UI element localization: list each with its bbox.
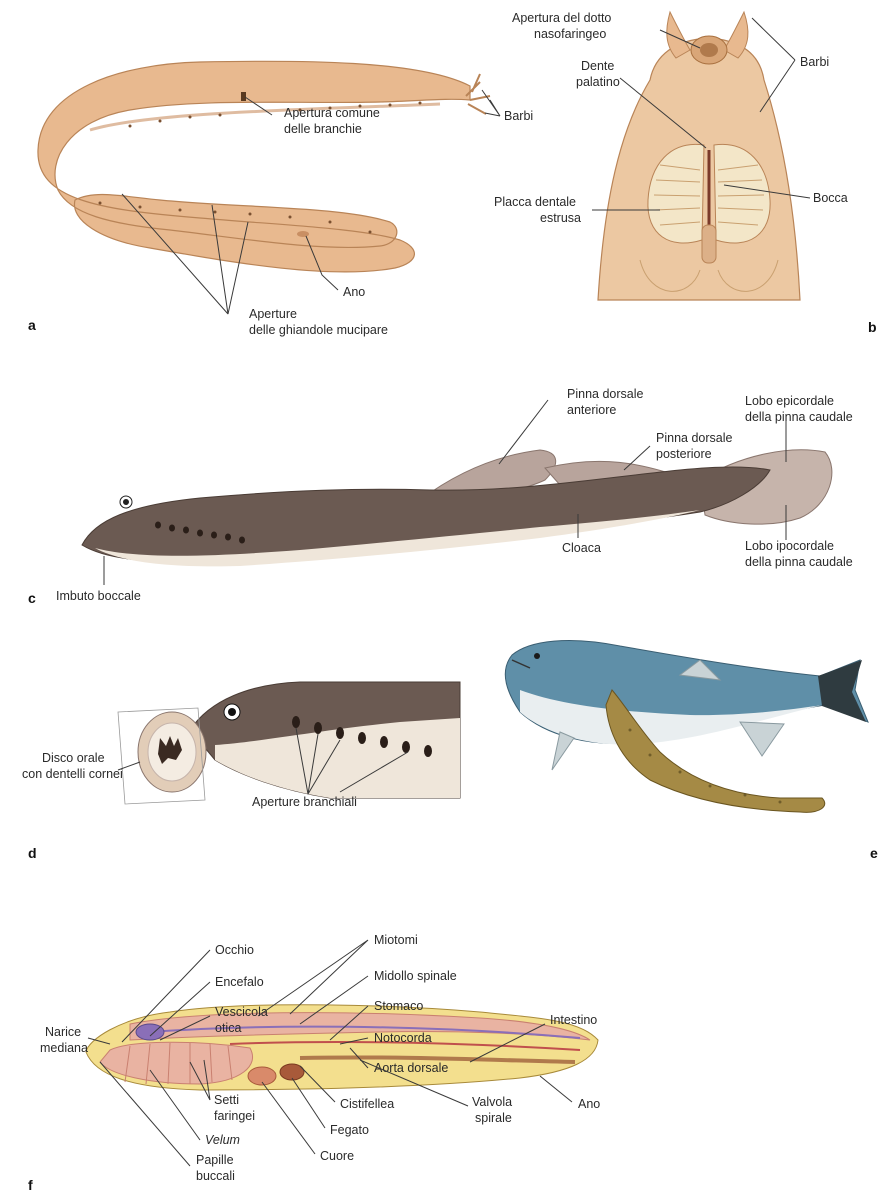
panel-letter-c: c — [28, 590, 36, 606]
label-barbels-b: Barbi — [800, 55, 829, 69]
label-hypochordal-2: della pinna caudale — [745, 555, 853, 569]
label-dorsal-aorta: Aorta dorsale — [374, 1061, 448, 1075]
label-liver: Fegato — [330, 1123, 369, 1137]
label-gill-opening-1: Apertura comune — [284, 106, 380, 120]
label-oral-disc-1: Disco orale — [42, 751, 105, 765]
label-otic-1: Vescicola — [215, 1005, 268, 1019]
panel-d: Disco orale con dentelli cornei Aperture… — [22, 682, 460, 861]
label-anus-a: Ano — [343, 285, 365, 299]
label-nostril-2: mediana — [40, 1041, 88, 1055]
label-notochord: Notocorda — [374, 1031, 432, 1045]
label-mucous-2: delle ghiandole mucipare — [249, 323, 388, 337]
label-epichordal-1: Lobo epicordale — [745, 394, 834, 408]
label-mucous-1: Aperture — [249, 307, 297, 321]
label-gallbladder: Cistifellea — [340, 1097, 394, 1111]
label-velum: Velum — [205, 1133, 240, 1147]
label-tooth-plate-1: Placca dentale — [494, 195, 576, 209]
panel-b: Apertura del dotto nasofaringeo Dente pa… — [494, 11, 877, 335]
anus-a — [297, 231, 309, 237]
label-gill-openings: Aperture branchiali — [252, 795, 357, 809]
brain-f — [136, 1024, 164, 1040]
label-spinal-cord: Midollo spinale — [374, 969, 457, 983]
label-nostril-1: Narice — [45, 1025, 81, 1039]
label-septa-1: Setti — [214, 1093, 239, 1107]
panel-c: Pinna dorsale anteriore Pinna dorsale po… — [28, 387, 853, 606]
label-oral-disc-2: con dentelli cornei — [22, 767, 123, 781]
label-hypochordal-1: Lobo ipocordale — [745, 539, 834, 553]
label-ant-dorsal-2: anteriore — [567, 403, 616, 417]
label-palatine-2: palatino — [576, 75, 620, 89]
panel-a: Apertura comune delle branchie Barbi Ano… — [28, 61, 533, 337]
label-stomach: Stomaco — [374, 999, 423, 1013]
label-epichordal-2: della pinna caudale — [745, 410, 853, 424]
panel-letter-f: f — [28, 1177, 33, 1193]
label-spiral-2: spirale — [475, 1111, 512, 1125]
label-gill-opening-2: delle branchie — [284, 122, 362, 136]
label-myotomes: Miotomi — [374, 933, 418, 947]
label-post-dorsal-1: Pinna dorsale — [656, 431, 732, 445]
hagfish-body — [38, 61, 470, 272]
label-papillae-1: Papille — [196, 1153, 234, 1167]
label-ant-dorsal-1: Pinna dorsale — [567, 387, 643, 401]
label-tooth-plate-2: estrusa — [540, 211, 581, 225]
gill-opening — [241, 92, 246, 101]
label-spiral-1: Valvola — [472, 1095, 512, 1109]
label-brain: Encefalo — [215, 975, 264, 989]
label-intestine: Intestino — [550, 1013, 597, 1027]
label-papillae-2: buccali — [196, 1169, 235, 1183]
panel-e: e — [505, 640, 878, 861]
label-otic-2: otica — [215, 1021, 241, 1035]
label-septa-2: faringei — [214, 1109, 255, 1123]
panel-letter-d: d — [28, 845, 37, 861]
salmon-tail — [818, 660, 866, 722]
label-heart: Cuore — [320, 1149, 354, 1163]
label-eye: Occhio — [215, 943, 254, 957]
panel-letter-a: a — [28, 317, 36, 333]
label-palatine-1: Dente — [581, 59, 614, 73]
label-oral-funnel: Imbuto boccale — [56, 589, 141, 603]
oral-disc — [138, 712, 206, 792]
label-nasopharyngeal-1: Apertura del dotto — [512, 11, 611, 25]
label-nasopharyngeal-2: nasofaringeo — [534, 27, 606, 41]
label-mouth: Bocca — [813, 191, 848, 205]
label-cloaca: Cloaca — [562, 541, 601, 555]
label-barbels-a: Barbi — [504, 109, 533, 123]
panel-letter-e: e — [870, 845, 878, 861]
label-anus-f: Ano — [578, 1097, 600, 1111]
label-post-dorsal-2: posteriore — [656, 447, 712, 461]
panel-f: Occhio Encefalo Vescicola otica Narice m… — [28, 933, 600, 1193]
panel-letter-b: b — [868, 319, 877, 335]
